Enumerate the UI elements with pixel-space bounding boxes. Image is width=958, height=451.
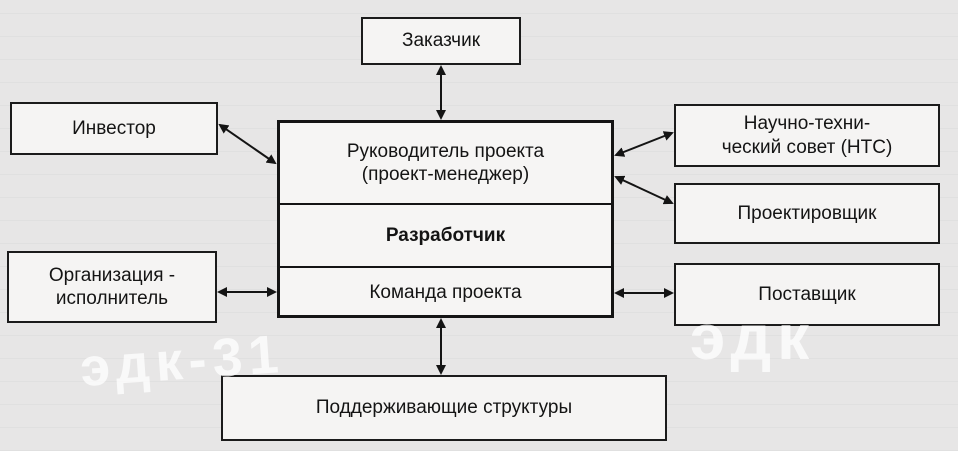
ntc-box: Научно-техни- ческий совет (НТС) (674, 104, 940, 167)
developer-label: Разработчик (385, 224, 506, 246)
arrow-investor-manager (218, 123, 277, 165)
client-label: Заказчик (401, 30, 481, 52)
arrow-designer-manager (614, 175, 674, 205)
watermark-right: эдк (690, 301, 816, 373)
client-box: Заказчик (361, 17, 521, 65)
support-label: Поддерживающие структуры (315, 397, 573, 419)
contractor-label: Организация - исполнитель (48, 264, 176, 309)
manager-section: Руководитель проекта (проект-менеджер) (280, 123, 611, 205)
supplier-label: Поставщик (758, 283, 856, 305)
team-label: Команда проекта (369, 282, 522, 304)
contractor-box: Организация - исполнитель (7, 251, 217, 323)
investor-label: Инвестор (72, 117, 156, 139)
ntc-label: Научно-техни- ческий совет (НТС) (721, 113, 893, 158)
developer-section: Разработчик (280, 205, 611, 268)
designer-box: Проектировщик (674, 183, 940, 244)
supplier-box: Поставщик (674, 263, 940, 326)
project-center-block: Руководитель проекта (проект-менеджер) Р… (277, 120, 614, 318)
arrow-ntc-manager (614, 131, 674, 157)
designer-label: Проектировщик (737, 202, 877, 224)
manager-label: Руководитель проекта (проект-менеджер) (346, 140, 545, 185)
team-section: Команда проекта (280, 268, 611, 318)
support-box: Поддерживающие структуры (221, 375, 667, 441)
investor-box: Инвестор (10, 102, 218, 155)
